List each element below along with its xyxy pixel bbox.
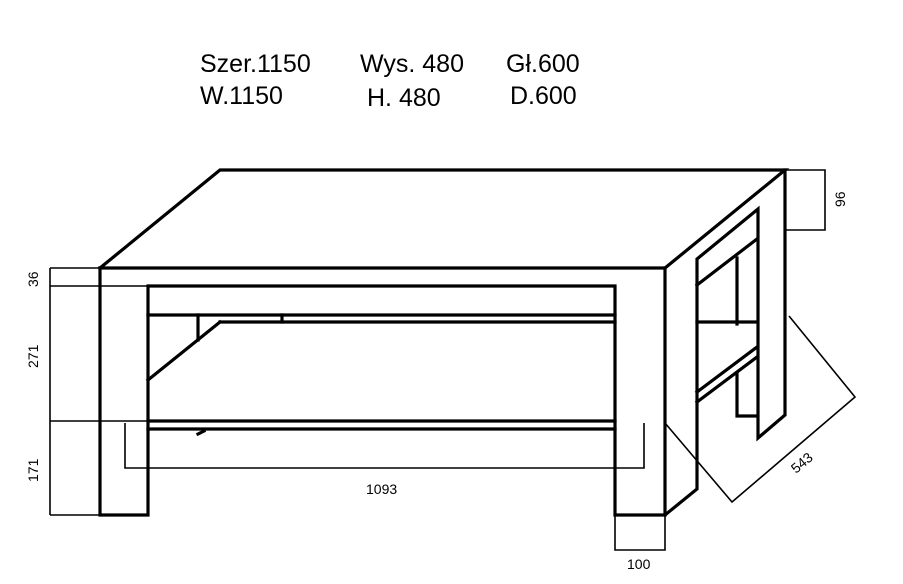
leg-width-dimension: 100: [627, 556, 651, 572]
height-label-pl: Wys. 480: [360, 50, 464, 78]
shelf-clearance-dimension: 171: [25, 458, 41, 482]
dimension-lines: [49, 169, 857, 551]
table-outline: [97, 168, 790, 518]
height-label-en: H. 480: [367, 84, 441, 112]
width-label-en: W.1150: [200, 82, 283, 110]
inner-depth-dimension: 543: [788, 449, 816, 476]
inner-width-dimension: 1093: [366, 481, 397, 497]
apron-height-dimension: 271: [25, 344, 41, 368]
depth-label-pl: Gł.600: [506, 50, 580, 78]
side-top-dimension: 96: [832, 191, 848, 207]
width-label-pl: Szer.1150: [200, 50, 311, 78]
depth-label-en: D.600: [510, 82, 577, 110]
top-thickness-dimension: 36: [25, 271, 41, 287]
